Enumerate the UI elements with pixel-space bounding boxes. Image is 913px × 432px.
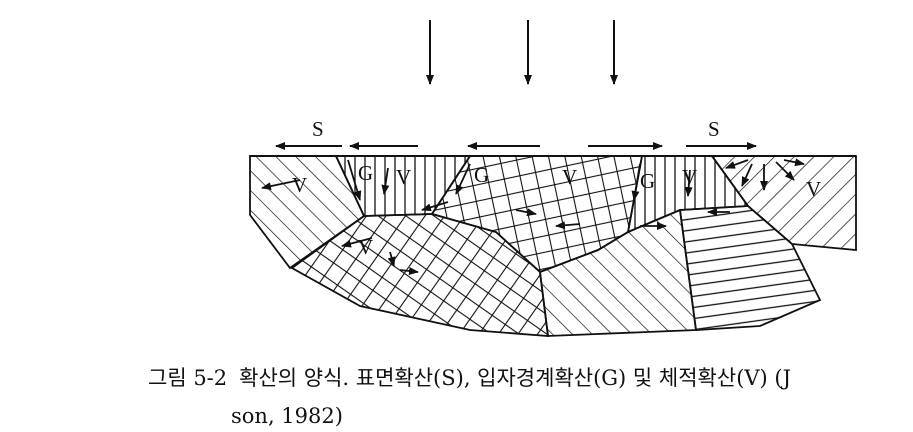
grain-right-bottom	[678, 205, 822, 331]
boundary-arrow	[631, 163, 641, 201]
volume-arrow	[515, 208, 537, 217]
label-volume: V	[292, 173, 307, 197]
volume-arrow	[555, 221, 581, 230]
label-volume: V	[358, 235, 373, 259]
label-grain-boundary: G	[358, 161, 373, 185]
volume-arrow	[399, 267, 419, 275]
volume-arrow	[783, 158, 805, 167]
volume-arrow	[684, 169, 693, 197]
label-grain-boundary: G	[474, 163, 489, 187]
volume-arrow	[775, 161, 795, 181]
volume-arrow	[421, 201, 449, 212]
label-surface-left: S	[312, 117, 324, 141]
caption-text: 확산의 양식. 표면확산(S), 입자경계확산(G) 및 체적확산(V) (J	[239, 366, 792, 390]
figure-caption-line-1: 그림 5-2 확산의 양식. 표면확산(S), 입자경계확산(G) 및 체적확산(…	[148, 362, 791, 392]
grains	[249, 155, 857, 337]
label-volume: V	[682, 165, 697, 189]
volume-arrow	[741, 163, 753, 187]
volume-arrow	[725, 159, 749, 169]
volume-arrow	[381, 167, 390, 195]
diffusion-labels: S S G G G V V V V V V	[292, 117, 821, 259]
figure-caption-line-2: son, 1982)	[231, 404, 343, 428]
volume-arrow	[387, 251, 396, 267]
volume-arrow	[341, 237, 373, 248]
incoming-flux-arrows	[426, 20, 618, 85]
label-volume: V	[562, 165, 577, 189]
label-volume: V	[806, 177, 821, 201]
volume-arrow	[261, 179, 301, 191]
boundary-arrow	[455, 163, 471, 195]
label-surface-right: S	[708, 117, 720, 141]
label-volume: V	[396, 165, 411, 189]
boundary-arrow	[347, 159, 362, 201]
caption-text-continued: son, 1982)	[231, 404, 343, 428]
label-grain-boundary: G	[640, 169, 655, 193]
figure-number: 그림 5-2	[148, 366, 228, 390]
internal-diffusion-arrows	[261, 158, 805, 275]
